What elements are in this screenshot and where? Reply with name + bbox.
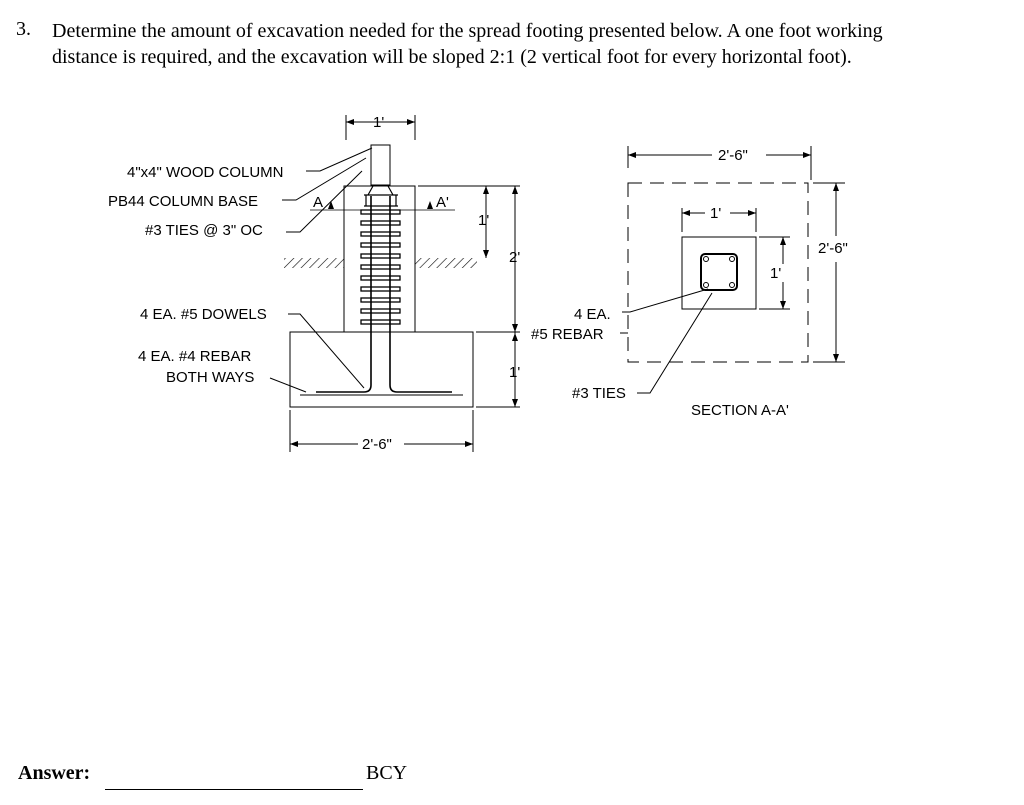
- footing-outline: [289, 331, 474, 408]
- label-ties: #3 TIES @ 3" OC: [145, 222, 263, 239]
- section-dim-height: 2'-6": [818, 240, 848, 257]
- answer-input-line[interactable]: [105, 789, 363, 790]
- tie-bar: [360, 319, 401, 325]
- label-dowels: 4 EA. #5 DOWELS: [140, 306, 267, 323]
- answer-unit: BCY: [366, 762, 408, 784]
- section-mark-a-prime: A': [436, 194, 449, 211]
- wood-column: [370, 144, 391, 186]
- tie-bar: [360, 275, 401, 281]
- section-footing-outline: [627, 182, 809, 363]
- label-rebar-line2: BOTH WAYS: [166, 369, 254, 386]
- column-base-icon: [364, 185, 398, 207]
- question-line-2: distance is required, and the excavation…: [52, 46, 852, 68]
- question-text: Determine the amount of excavation neede…: [52, 18, 972, 70]
- dim-top-1ft: 1': [373, 114, 384, 131]
- tie-bar: [360, 286, 401, 292]
- section-dim-width: 2'-6": [718, 147, 748, 164]
- dim-pier-above-grade: 1': [478, 212, 489, 229]
- label-rebar5-line2: #5 REBAR: [531, 326, 604, 343]
- section-arrows: [628, 152, 839, 362]
- section-pier: [681, 236, 757, 310]
- section-dim-pier-height: 1': [770, 265, 781, 282]
- pier-outline: [343, 185, 416, 333]
- dim-pier-total: 2': [509, 249, 520, 266]
- question-number: 3.: [16, 18, 31, 40]
- dim-footing-width: 2'-6": [362, 436, 392, 453]
- grade-hatch-right: [415, 258, 477, 268]
- elevation-view: [269, 115, 520, 452]
- label-wood-column: 4"x4" WOOD COLUMN: [127, 164, 284, 181]
- tie-bar: [360, 264, 401, 270]
- label-column-base: PB44 COLUMN BASE: [108, 193, 258, 210]
- tie-bar: [360, 242, 401, 248]
- dowel-right: [389, 196, 452, 393]
- dowel-left: [316, 196, 372, 393]
- section-tie: [700, 253, 738, 291]
- label-rebar-line1: 4 EA. #4 REBAR: [138, 348, 252, 365]
- section-title: SECTION A-A': [691, 402, 789, 419]
- tie-bar: [360, 253, 401, 259]
- grade-hatch-left: [284, 258, 344, 268]
- tie-bar: [360, 308, 401, 314]
- ties-group: [360, 209, 401, 325]
- tie-bar: [360, 231, 401, 237]
- tie-bar: [360, 209, 401, 215]
- section-dim-pier-width: 1': [710, 205, 721, 222]
- tie-bar: [360, 220, 401, 226]
- dim-footing-depth: 1': [509, 364, 520, 381]
- question-line-1: Determine the amount of excavation neede…: [52, 20, 883, 42]
- section-view: [620, 146, 845, 394]
- section-mark-a: A: [313, 194, 323, 211]
- label-rebar5-line1: 4 EA.: [574, 306, 611, 323]
- elevation-arrows: [290, 119, 518, 447]
- answer-label: Answer:: [18, 762, 91, 784]
- section-label-ties: #3 TIES: [572, 385, 626, 402]
- tie-bar: [360, 297, 401, 303]
